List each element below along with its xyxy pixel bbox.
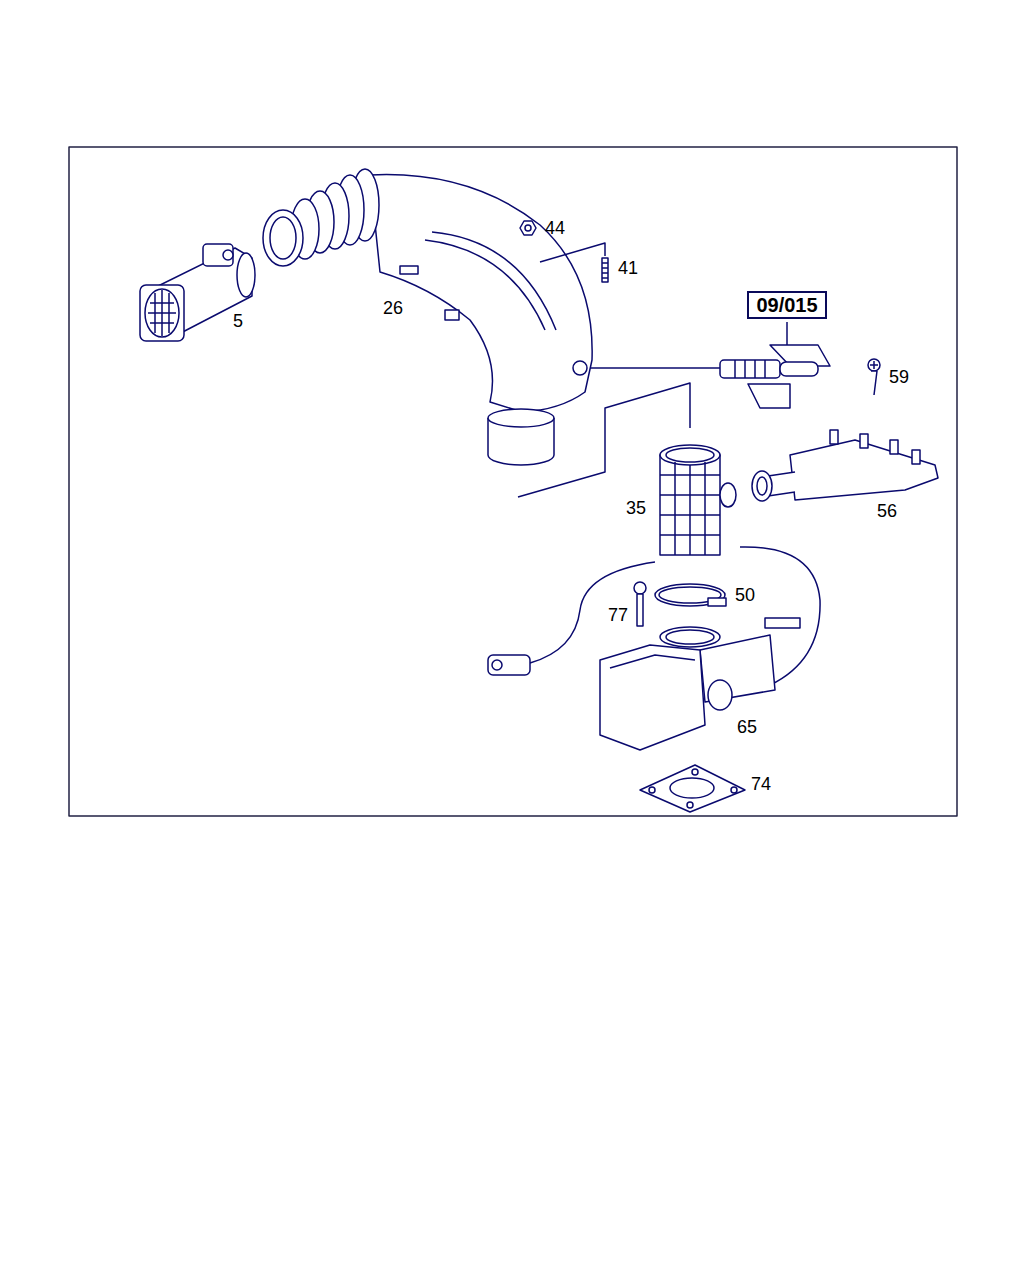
- cover-part: [890, 440, 898, 454]
- frame: [69, 147, 957, 816]
- callout-number: 74: [751, 775, 771, 793]
- gasket-part: [687, 802, 693, 808]
- throttle-housing-part: [660, 627, 720, 647]
- air-mass-sensor-part: [203, 244, 233, 266]
- air-mass-sensor-part: [223, 250, 233, 260]
- valve-part: [780, 362, 818, 376]
- callout-number: 5: [233, 312, 243, 330]
- intake-duct: [263, 169, 592, 465]
- bolt: [634, 582, 646, 626]
- screw-part: [870, 361, 878, 369]
- hose-clamp-part: [655, 584, 725, 606]
- filter-bellows: [660, 445, 736, 555]
- nut-part: [520, 221, 536, 235]
- filter-bellows-part: [720, 483, 736, 507]
- leader-lines-part: [786, 322, 788, 348]
- intake-duct-part: [573, 361, 587, 375]
- wires-part: [488, 655, 530, 675]
- reference-number: 09/015: [756, 295, 817, 315]
- gasket-part: [649, 787, 655, 793]
- filter-bellows-part: [660, 455, 720, 555]
- valve-part: [735, 360, 765, 378]
- throttle-housing: [600, 618, 800, 750]
- intake-duct-part: [270, 217, 296, 259]
- air-mass-sensor-part: [140, 285, 184, 341]
- wires-part: [530, 562, 655, 663]
- intake-duct-part: [400, 266, 418, 274]
- stud-part: [602, 263, 608, 278]
- callout-number: 35: [626, 499, 646, 517]
- gasket-part: [692, 769, 698, 775]
- throttle-housing-part: [600, 645, 705, 750]
- gasket: [640, 765, 745, 812]
- air-mass-sensor-part: [148, 290, 176, 336]
- intake-duct-part: [432, 232, 556, 330]
- air-mass-sensor: [140, 244, 255, 341]
- valve-part: [720, 360, 780, 378]
- cover-part: [790, 440, 938, 500]
- cover-part: [860, 434, 868, 448]
- intake-duct-part: [370, 175, 592, 412]
- screw-part: [868, 359, 880, 371]
- valve: [720, 345, 830, 408]
- intake-duct-part: [488, 409, 554, 427]
- nut: [520, 221, 536, 235]
- leader-lines-part: [590, 367, 720, 369]
- reference-box: 09/015: [747, 291, 827, 319]
- gasket-part: [731, 787, 737, 793]
- intake-duct-part: [445, 310, 459, 320]
- cover-part: [752, 471, 772, 501]
- callout-number: 26: [383, 299, 403, 317]
- screw: [868, 359, 880, 395]
- intake-duct-part: [263, 210, 303, 266]
- leader-lines-part: [540, 243, 605, 262]
- gasket-part: [670, 778, 714, 798]
- stud: [602, 258, 608, 282]
- throttle-housing-part: [610, 655, 695, 668]
- filter-bellows-part: [660, 462, 720, 555]
- callout-number: 65: [737, 718, 757, 736]
- valve-part: [748, 384, 790, 408]
- cover: [752, 430, 938, 501]
- intake-duct-part: [425, 240, 545, 330]
- cover-part: [757, 477, 767, 495]
- hose-clamp: [655, 584, 726, 606]
- filter-bellows-part: [660, 445, 720, 465]
- hose-clamp-part: [708, 598, 726, 606]
- air-mass-sensor-part: [237, 253, 255, 297]
- bolt-part: [637, 594, 643, 626]
- callout-number: 56: [877, 502, 897, 520]
- bolt-part: [634, 582, 646, 594]
- gasket-part: [640, 765, 745, 812]
- callout-number: 50: [735, 586, 755, 604]
- filter-bellows-part: [666, 448, 714, 462]
- air-mass-sensor-part: [145, 289, 179, 337]
- leader-lines: [518, 243, 787, 497]
- illustration-part: [69, 147, 957, 816]
- throttle-housing-part: [765, 618, 800, 628]
- callout-number: 59: [889, 368, 909, 386]
- throttle-housing-part: [666, 630, 714, 644]
- cover-part: [830, 430, 838, 444]
- callout-number: 41: [618, 259, 638, 277]
- nut-part: [525, 225, 531, 231]
- screw-part: [871, 371, 877, 395]
- callout-number: 77: [608, 606, 628, 624]
- cover-part: [912, 450, 920, 464]
- throttle-housing-part: [708, 680, 732, 710]
- wires-part: [492, 660, 502, 670]
- callout-number: 44: [545, 219, 565, 237]
- stud-part: [602, 258, 608, 282]
